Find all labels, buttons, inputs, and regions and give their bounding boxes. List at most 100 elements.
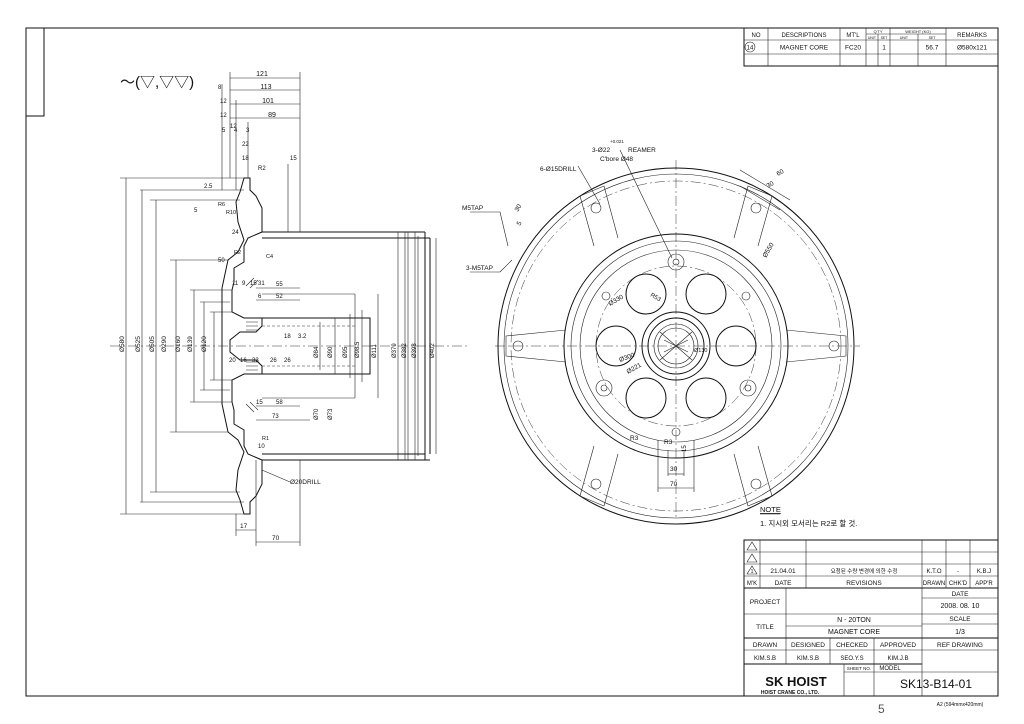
pl-header-qty: Q'TY (874, 29, 883, 34)
dim-16: 16 (240, 358, 247, 364)
section-view: 121 113 101 89 8 12 12 12 5 4 3 22 18 R2… (110, 71, 470, 546)
dim-d379: Ø379 (392, 343, 398, 358)
dim-11: 11 (232, 281, 239, 287)
name-checked: SEO.Y.S (840, 656, 863, 662)
rev-header-appr: APP'R (975, 581, 993, 587)
dim-d398: Ø398 (412, 343, 418, 358)
center-hub (641, 311, 711, 381)
surface-finish-symbol: ～(▽,▽▽) (120, 74, 194, 91)
reamer-tolerance: +0.021 (610, 139, 624, 144)
dim-15c: 15 (256, 400, 263, 406)
m5tap3-label: 3-M5TAP (466, 265, 493, 272)
dim-d382: Ø382 (402, 343, 408, 358)
name-drawn: KIM.S.B (754, 656, 776, 662)
dim-5b: 5 (194, 208, 198, 214)
bore-hole (595, 325, 637, 367)
dim-d402: Ø402 (430, 343, 436, 358)
dim-113: 113 (260, 84, 271, 91)
bore-hole (625, 377, 667, 419)
dim-101: 101 (262, 98, 274, 105)
pl-row-material: FC20 (845, 45, 861, 52)
role-approved: APPROVED (880, 642, 916, 649)
front-dim-r53: R53 (649, 293, 662, 304)
pl-header-descriptions: DESCRIPTIONS (781, 33, 826, 39)
pl-row-qty-set: 1 (882, 45, 886, 52)
dim-15b: 15 (250, 281, 257, 287)
dim-121: 121 (256, 71, 268, 78)
bore-hole (685, 377, 727, 419)
rev-date: 21.04.01 (770, 568, 796, 575)
ref-drawing-label: REF DRAWING (937, 642, 983, 649)
note-block: NOTE 1. 지시외 모서리는 R2로 할 것. (760, 505, 857, 528)
scale-label: SCALE (949, 616, 971, 623)
dim-2-5: 2.5 (204, 184, 213, 190)
rev-header-chkd: CHK'D (949, 581, 968, 587)
pl-row-weight-set: 56.7 (926, 45, 939, 52)
pl-header-unit2: UNIT (900, 36, 909, 40)
dim-8: 8 (218, 85, 222, 91)
date-value: 2008. 08. 10 (941, 603, 980, 610)
dim-22: 22 (242, 142, 249, 148)
dim-d84: Ø84 (314, 346, 320, 358)
dim-26b: 26 (284, 358, 291, 364)
rev-header-drawn: DRAWN (923, 581, 945, 587)
dim-3: 3 (246, 128, 250, 134)
dim-d90: Ø90 (328, 346, 334, 358)
dim-52: 52 (276, 294, 283, 300)
pl-header-unit1: UNIT (868, 36, 877, 40)
title-block: 1 21.04.01 요청된 수량 변경에 의한 수정 K.T.O - K.B.… (743, 539, 999, 697)
pl-item-balloon (744, 41, 756, 53)
rev-description: 요청된 수량 변경에 의한 수정 (831, 567, 898, 575)
pl-header-remarks: REMARKS (957, 33, 987, 39)
pl-row-no: 14 (747, 46, 754, 52)
dim-18b: 18 (284, 334, 291, 340)
rev-header-mk: M'K (747, 581, 757, 587)
cbore-label: C'bore Ø48 (600, 156, 633, 163)
dim-12c: 12 (230, 124, 237, 130)
front-dim-30c: 30 (670, 466, 678, 473)
reamer-callout: 3-Ø22 (592, 147, 610, 154)
scale-value: 1/3 (955, 629, 965, 636)
binding-margin-tab (26, 27, 45, 117)
name-approved: KIM.J.B (887, 656, 908, 662)
model-label: MODEL (879, 666, 901, 672)
model-value: SK13-B14-01 (900, 677, 972, 691)
dim-d505: Ø505 (149, 336, 156, 352)
dim-17: 17 (240, 523, 248, 530)
front-dim-r3b: R3 (664, 439, 673, 446)
pl-header-mtl: MT'L (846, 33, 860, 39)
dim-5a: 5 (222, 128, 226, 134)
role-designed: DESIGNED (791, 642, 825, 649)
dim-r2b: R2 (234, 250, 241, 256)
sheet-border (25, 27, 999, 697)
pl-row-remarks: Ø580x121 (957, 45, 987, 52)
company-logo: SK HOIST (765, 674, 826, 689)
title-line-1: N - 20TON (837, 617, 871, 624)
pl-header-no: NO (752, 33, 761, 39)
front-dim-70: 70 (670, 481, 678, 488)
bore-hole (625, 273, 667, 315)
dim-26a: 26 (270, 358, 277, 364)
dim-12b: 12 (220, 113, 227, 119)
dim-15a: 15 (290, 156, 297, 162)
dim-d120: Ø120 (201, 336, 208, 352)
dim-d111: Ø111 (372, 344, 378, 358)
dim-d139: Ø139 (187, 336, 194, 352)
dim-d525: Ø525 (135, 336, 142, 352)
parts-list: NO DESCRIPTIONS MT'L Q'TY WEIGHT (KG) UN… (743, 27, 999, 67)
rev-header-date: DATE (775, 580, 793, 587)
drill-15-label: 6-Ø15DRILL (540, 166, 577, 173)
dim-r6: R6 (218, 202, 225, 208)
title-line-2: MAGNET CORE (828, 629, 880, 636)
pl-header-set1: SET (881, 36, 889, 40)
dim-89: 89 (268, 112, 276, 119)
front-dim-r3a: R3 (630, 435, 639, 442)
front-dim-30b: 30 (766, 180, 776, 190)
rev-mark: 1 (751, 569, 754, 575)
dim-d73: Ø73 (328, 408, 334, 420)
dim-20: 20 (229, 358, 236, 364)
dim-6: 6 (258, 294, 262, 300)
dim-33: 33 (252, 358, 259, 364)
m5tap-label: M5TAP (462, 205, 483, 212)
dim-d580: Ø580 (119, 336, 126, 352)
